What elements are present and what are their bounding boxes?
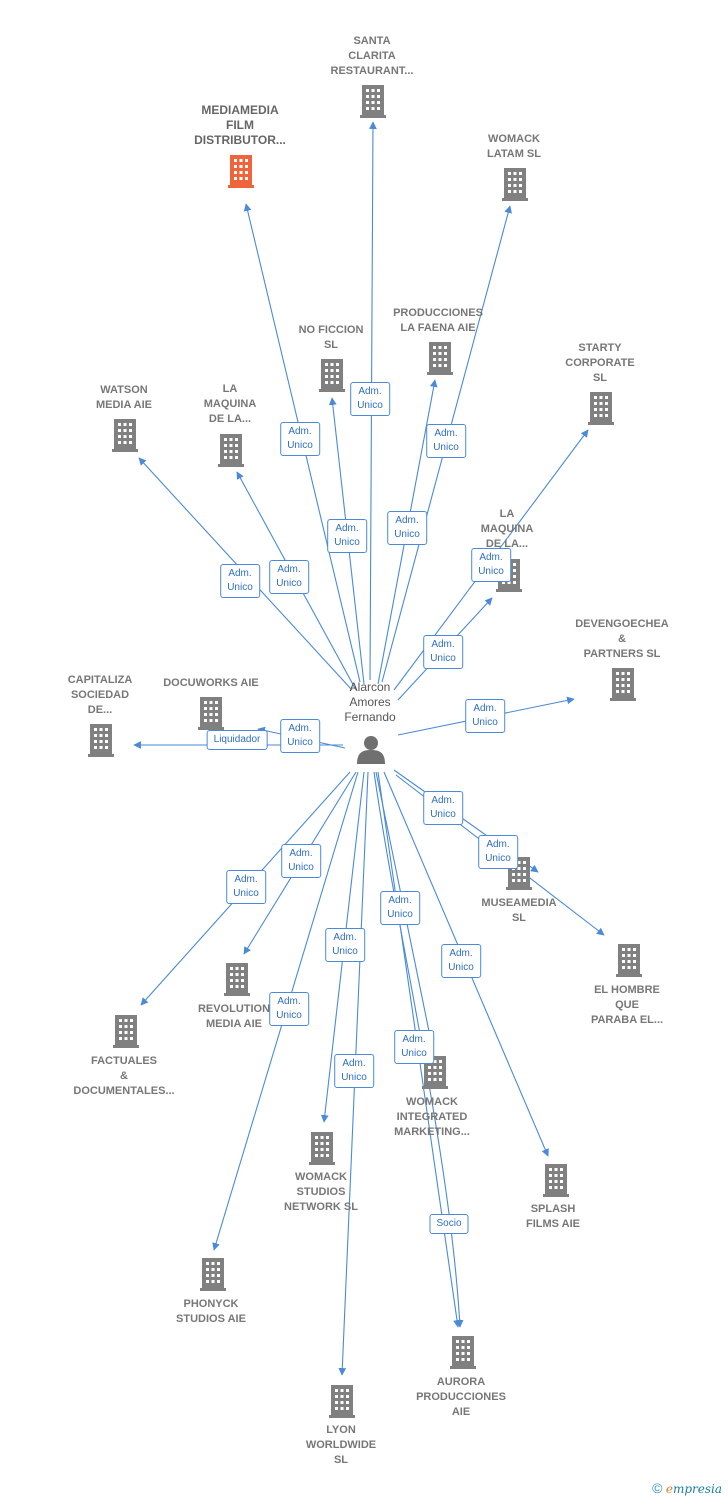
edge-label-santa-clarita: Adm. Unico [350, 382, 390, 416]
company-label-womack-studios[interactable]: WOMACK STUDIOS NETWORK SL [284, 1171, 358, 1213]
company-label-santa-clarita[interactable]: SANTA CLARITA RESTAURANT... [330, 35, 414, 77]
company-label-el-hombre[interactable]: EL HOMBRE QUE PARABA EL... [590, 984, 664, 1026]
company-label-phonyck[interactable]: PHONYCK STUDIOS AIE [176, 1298, 246, 1325]
edge-label-mediamedia: Adm. Unico [280, 422, 320, 456]
edge-label-aurora: Adm. Unico [394, 1030, 434, 1064]
building-icon-starty[interactable] [588, 392, 614, 425]
edge-label-maquina-right: Adm. Unico [423, 635, 463, 669]
edge-label-phonyck: Adm. Unico [269, 992, 309, 1026]
edge-label-watson: Adm. Unico [220, 564, 260, 598]
edge-label-factuales: Adm. Unico [226, 870, 266, 904]
edge-label-womack-integrated: Adm. Unico [380, 891, 420, 925]
company-label-factuales[interactable]: FACTUALES & DOCUMENTALES... [73, 1055, 175, 1097]
building-icon-lyon[interactable] [329, 1385, 355, 1418]
building-icon-mediamedia[interactable] [228, 155, 254, 188]
building-icon-no-ficcion[interactable] [319, 359, 345, 392]
building-icon-el-hombre[interactable] [616, 944, 642, 977]
edge-label-docuworks: Adm. Unico [280, 719, 320, 753]
empresia-logo[interactable]: © empresia [652, 1480, 722, 1496]
company-label-maquina-right[interactable]: LA MAQUINA DE LA... [480, 508, 534, 550]
building-icon-womack-latam[interactable] [502, 168, 528, 201]
building-icon-watson[interactable] [112, 419, 138, 452]
edge-label-revolution: Adm. Unico [281, 844, 321, 878]
building-icon-capitaliza[interactable] [88, 724, 114, 757]
company-label-no-ficcion[interactable]: NO FICCION SL [298, 324, 364, 351]
edge-label-lyon: Adm. Unico [334, 1054, 374, 1088]
building-icon-factuales[interactable] [113, 1015, 139, 1048]
building-icon-maquina-left[interactable] [218, 434, 244, 467]
company-label-capitaliza[interactable]: CAPITALIZA SOCIEDAD DE... [67, 674, 133, 716]
building-icon-aurora[interactable] [450, 1336, 476, 1369]
building-icon-revolution[interactable] [224, 963, 250, 996]
company-label-watson[interactable]: WATSON MEDIA AIE [95, 384, 153, 411]
logo-text: mpresia [672, 1482, 722, 1496]
building-icon-santa-clarita[interactable] [360, 85, 386, 118]
edge-label-starty: Adm. Unico [471, 548, 511, 582]
building-icon-phonyck[interactable] [200, 1258, 226, 1291]
company-label-womack-integrated[interactable]: WOMACK INTEGRATED MARKETING... [394, 1096, 470, 1138]
logo-e: e [665, 1482, 673, 1496]
company-label-revolution[interactable]: REVOLUTION MEDIA AIE [197, 1003, 271, 1030]
company-label-starty[interactable]: STARTY CORPORATE SL [565, 342, 635, 384]
edge-label-splash: Adm. Unico [441, 944, 481, 978]
edge-label-womack-latam: Adm. Unico [426, 424, 466, 458]
company-label-aurora[interactable]: AURORA PRODUCCIONES AIE [416, 1376, 506, 1418]
company-label-museamedia[interactable]: MUSEAMEDIA SL [481, 897, 557, 924]
company-label-splash[interactable]: SPLASH FILMS AIE [526, 1203, 580, 1230]
company-label-la-faena[interactable]: PRODUCCIONES LA FAENA AIE [393, 307, 483, 334]
company-label-maquina-left[interactable]: LA MAQUINA DE LA... [203, 383, 257, 425]
company-label-mediamedia[interactable]: MEDIAMEDIA FILM DISTRIBUTOR... [194, 103, 286, 147]
building-icon-docuworks[interactable] [198, 697, 224, 730]
edge-label-no-ficcion: Adm. Unico [327, 519, 367, 553]
edge-label-maquina-left: Adm. Unico [269, 560, 309, 594]
edge-label-la-faena: Adm. Unico [387, 511, 427, 545]
company-label-devengoechea[interactable]: DEVENGOECHEA & PARTNERS SL [575, 618, 669, 660]
building-icon-la-faena[interactable] [427, 342, 453, 375]
copyright-symbol: © [652, 1480, 663, 1496]
edge-label-devengoechea: Adm. Unico [465, 699, 505, 733]
edge-label-museamedia: Adm. Unico [423, 791, 463, 825]
edge-label-aurora-socio: Socio [429, 1214, 469, 1234]
company-label-womack-latam[interactable]: WOMACK LATAM SL [487, 133, 541, 160]
person-icon[interactable] [357, 736, 385, 764]
company-label-docuworks[interactable]: DOCUWORKS AIE [163, 677, 259, 689]
building-icon-splash[interactable] [543, 1164, 569, 1197]
edge-label-el-hombre: Adm. Unico [478, 835, 518, 869]
building-icon-devengoechea[interactable] [610, 668, 636, 701]
edge-label-womack-studios: Adm. Unico [325, 928, 365, 962]
person-label[interactable]: Alarcon Amores Fernando [344, 680, 396, 724]
edge-label-capitaliza: Liquidador [206, 730, 268, 750]
building-icon-womack-studios[interactable] [309, 1132, 335, 1165]
company-label-lyon[interactable]: LYON WORLDWIDE SL [305, 1424, 377, 1466]
